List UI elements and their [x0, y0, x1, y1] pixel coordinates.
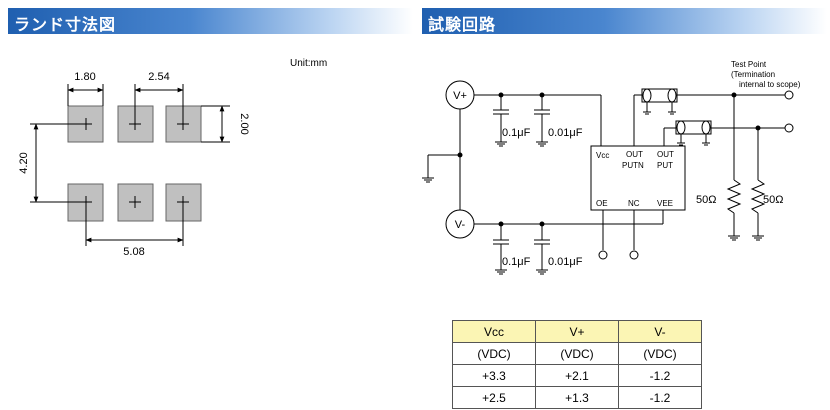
- test-circuit-title: 試験回路: [428, 15, 497, 34]
- vplus-label: V+: [453, 90, 467, 102]
- resistor-2: [750, 179, 766, 214]
- table-cell: (VDC): [452, 342, 536, 365]
- cap-2-label: 0.01μF: [548, 127, 583, 139]
- oe-terminal: [598, 250, 608, 260]
- test-point-note-2: internal to scope): [739, 80, 801, 89]
- cap-1-label: 0.1μF: [502, 127, 531, 139]
- pin-nc: NC: [628, 199, 640, 208]
- test-point-note-1: (Termination: [731, 70, 775, 79]
- cap-4-label: 0.01μF: [548, 256, 583, 268]
- test-point-label: Test Point: [731, 60, 767, 69]
- table-cell: +1.3: [535, 386, 619, 409]
- table-row: (VDC) (VDC) (VDC): [452, 342, 702, 365]
- pin-vee: VEE: [657, 199, 673, 208]
- pin-out-1: OUT: [626, 150, 643, 159]
- table-cell: -1.2: [618, 364, 702, 387]
- table-cell: (VDC): [618, 342, 702, 365]
- cap-3-label: 0.1μF: [502, 256, 531, 268]
- nc-terminal: [629, 250, 639, 260]
- pin-out-2: OUT: [657, 150, 674, 159]
- dim-5-08: 5.08: [123, 246, 144, 258]
- table-cell: +2.5: [452, 386, 536, 409]
- land-pattern-title: ランド寸法図: [14, 15, 117, 34]
- dim-2-54: 2.54: [148, 71, 169, 83]
- table-header: V+: [535, 320, 619, 343]
- resistor-1-label: 50Ω: [696, 194, 716, 206]
- table-header: Vcc: [452, 320, 536, 343]
- test-point-2: [784, 123, 794, 133]
- circuit-labels: V+ V- 0.1μF 0.01μF 0.1μF 0.01μF Vcc OUT …: [453, 60, 801, 268]
- pin-oe: OE: [596, 199, 608, 208]
- voltage-table: Vcc V+ V- (VDC) (VDC) (VDC) +3.3 +2.1 -1…: [452, 320, 702, 409]
- oscillator-ic: [590, 145, 686, 211]
- coax-1: [641, 88, 678, 103]
- land-pattern-header: ランド寸法図: [8, 8, 413, 34]
- vminus-label: V-: [455, 219, 466, 231]
- table-row: +2.5 +1.3 -1.2: [452, 386, 702, 409]
- pin-output: PUT: [657, 161, 673, 170]
- resistor-2-label: 50Ω: [763, 194, 783, 206]
- unit-label: Unit:mm: [290, 58, 327, 69]
- pin-outputn: PUTN: [622, 161, 644, 170]
- table-row: +3.3 +2.1 -1.2: [452, 364, 702, 387]
- coax-2: [675, 120, 712, 135]
- dim-2-00: 2.00: [238, 113, 250, 134]
- table-header-row: Vcc V+ V-: [452, 320, 702, 343]
- table-cell: -1.2: [618, 386, 702, 409]
- table-header: V-: [618, 320, 702, 343]
- pin-vcc: Vcc: [596, 151, 609, 160]
- dimension-lines: [30, 84, 230, 246]
- test-point-1: [784, 90, 794, 100]
- pad-center-marks: [80, 118, 189, 208]
- resistor-1: [726, 179, 742, 214]
- dim-4-20: 4.20: [18, 152, 30, 173]
- test-circuit-drawing: [422, 80, 794, 275]
- table-cell: +2.1: [535, 364, 619, 387]
- land-pattern-drawing: Unit:mm: [18, 58, 327, 258]
- table-cell: (VDC): [535, 342, 619, 365]
- test-circuit-header: 試験回路: [422, 8, 827, 34]
- dim-1-80: 1.80: [74, 71, 95, 83]
- table-cell: +3.3: [452, 364, 536, 387]
